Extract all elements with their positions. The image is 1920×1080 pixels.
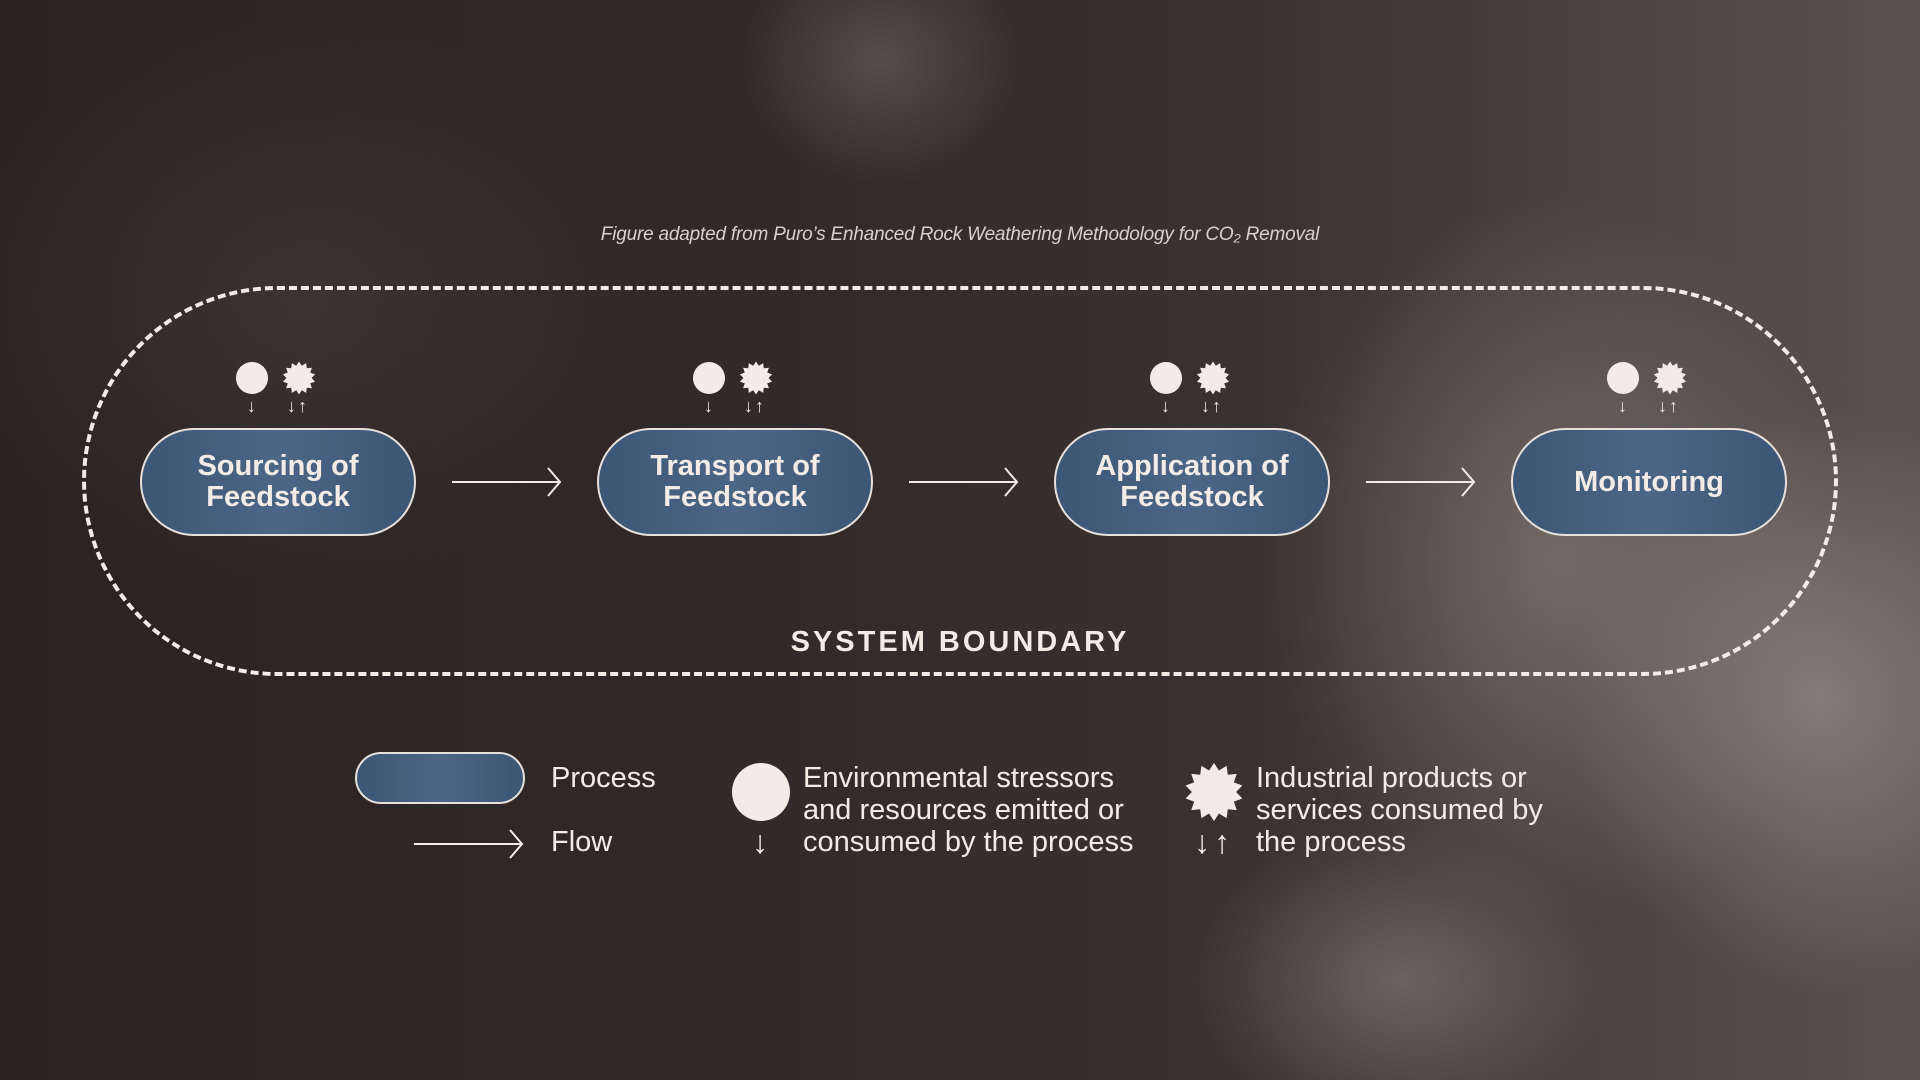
arrow-right-icon — [414, 826, 526, 862]
process-3-icons: ↓ ↓↑ — [1150, 362, 1240, 422]
arrow-up-down-icon: ↓↑ — [1658, 397, 1680, 415]
legend-environmental-text: Environmental stressors and resources em… — [803, 762, 1163, 858]
process-application-of-feedstock: Application of Feedstock — [1054, 428, 1330, 536]
starburst-icon — [739, 361, 773, 395]
arrow-down-icon: ↓ — [752, 826, 768, 858]
starburst-icon — [1196, 361, 1230, 395]
process-4-icons: ↓ ↓↑ — [1607, 362, 1697, 422]
starburst-icon — [1653, 361, 1687, 395]
arrow-up-down-icon: ↓↑ — [1194, 826, 1234, 858]
process-sourcing-of-feedstock: Sourcing of Feedstock — [140, 428, 416, 536]
arrow-up-down-icon: ↓↑ — [1201, 397, 1223, 415]
legend-process-label: Process — [551, 762, 656, 794]
legend-process-swatch — [355, 752, 525, 804]
arrow-right-icon — [452, 464, 564, 500]
arrow-right-icon — [1366, 464, 1478, 500]
circle-icon — [236, 362, 268, 394]
circle-icon — [732, 763, 790, 821]
arrow-down-icon: ↓ — [704, 397, 713, 415]
starburst-icon — [1184, 762, 1244, 822]
legend-flow-label: Flow — [551, 826, 612, 858]
legend-industrial-text: Industrial products or services consumed… — [1256, 762, 1586, 858]
arrow-down-icon: ↓ — [1618, 397, 1627, 415]
circle-icon — [693, 362, 725, 394]
process-1-icons: ↓ ↓↑ — [236, 362, 326, 422]
arrow-down-icon: ↓ — [1161, 397, 1170, 415]
arrow-up-down-icon: ↓↑ — [744, 397, 766, 415]
diagram-caption: Figure adapted from Puro’s Enhanced Rock… — [0, 224, 1920, 246]
process-2-icons: ↓ ↓↑ — [693, 362, 783, 422]
arrow-down-icon: ↓ — [247, 397, 256, 415]
process-monitoring: Monitoring — [1511, 428, 1787, 536]
process-transport-of-feedstock: Transport of Feedstock — [597, 428, 873, 536]
circle-icon — [1607, 362, 1639, 394]
circle-icon — [1150, 362, 1182, 394]
system-boundary-label: SYSTEM BOUNDARY — [0, 626, 1920, 659]
starburst-icon — [282, 361, 316, 395]
arrow-up-down-icon: ↓↑ — [287, 397, 309, 415]
arrow-right-icon — [909, 464, 1021, 500]
